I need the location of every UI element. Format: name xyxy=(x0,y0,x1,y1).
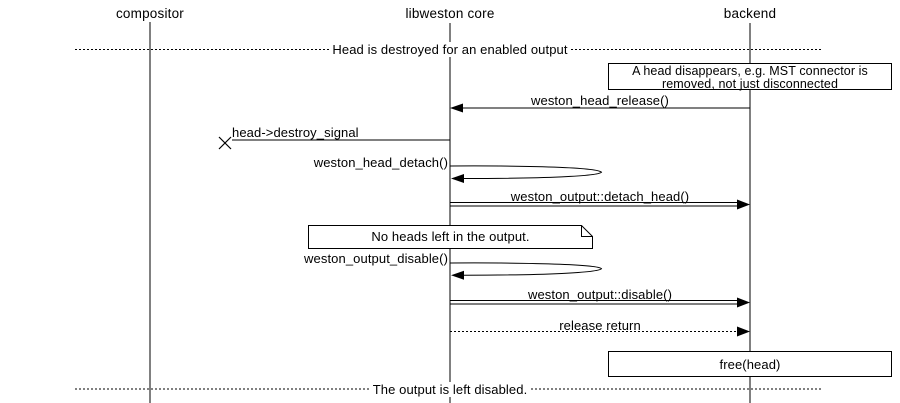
participant-label-libweston-core: libweston core xyxy=(405,6,495,21)
arrowhead-right-release-return xyxy=(737,326,750,337)
note-text-head-disappears: A head disappears, e.g. MST connector is… xyxy=(608,65,892,91)
message-label-detach-head: weston_output::detach_head() xyxy=(510,189,690,204)
message-label-output-disable: weston_output::disable() xyxy=(527,287,673,302)
box-text-free-head: free(head) xyxy=(719,357,781,372)
message-label-weston-head-detach: weston_head_detach() xyxy=(313,155,448,170)
message-label-head-destroy-signal: head->destroy_signal xyxy=(232,125,359,140)
self-loop-weston-output-disable xyxy=(449,262,603,276)
participant-label-compositor: compositor xyxy=(115,6,185,21)
message-label-weston-head-release: weston_head_release() xyxy=(531,93,669,108)
note-box-head-disappears xyxy=(608,63,892,90)
divider-label-output-disabled: The output is left disabled. xyxy=(369,382,531,397)
arrowhead-left-weston-head-detach xyxy=(451,174,464,183)
lost-x-mark-stroke2 xyxy=(218,136,232,150)
arrowhead-left-weston-head-release xyxy=(450,103,463,113)
note-text-head-disappears-line2: removed, not just disconnected xyxy=(661,77,839,91)
note-text-no-heads-left: No heads left in the output. xyxy=(371,229,530,244)
box-free-head xyxy=(608,351,892,377)
divider-label-head-destroyed: Head is destroyed for an enabled output xyxy=(329,42,571,57)
participant-label-backend: backend xyxy=(723,6,777,21)
arrowhead-left-weston-output-disable xyxy=(451,270,464,280)
message-label-release-return: release return xyxy=(559,318,641,333)
note-dogear-no-heads-left xyxy=(581,225,593,237)
note-text-head-disappears-line1: A head disappears, e.g. MST connector is xyxy=(632,64,868,78)
arrowhead-right-detach-head xyxy=(737,199,750,210)
arrowhead-right-output-disable xyxy=(737,297,750,308)
message-label-weston-output-disable: weston_output_disable() xyxy=(304,251,448,266)
self-loop-weston-head-detach xyxy=(449,165,603,179)
note-box-no-heads-left xyxy=(308,225,593,249)
